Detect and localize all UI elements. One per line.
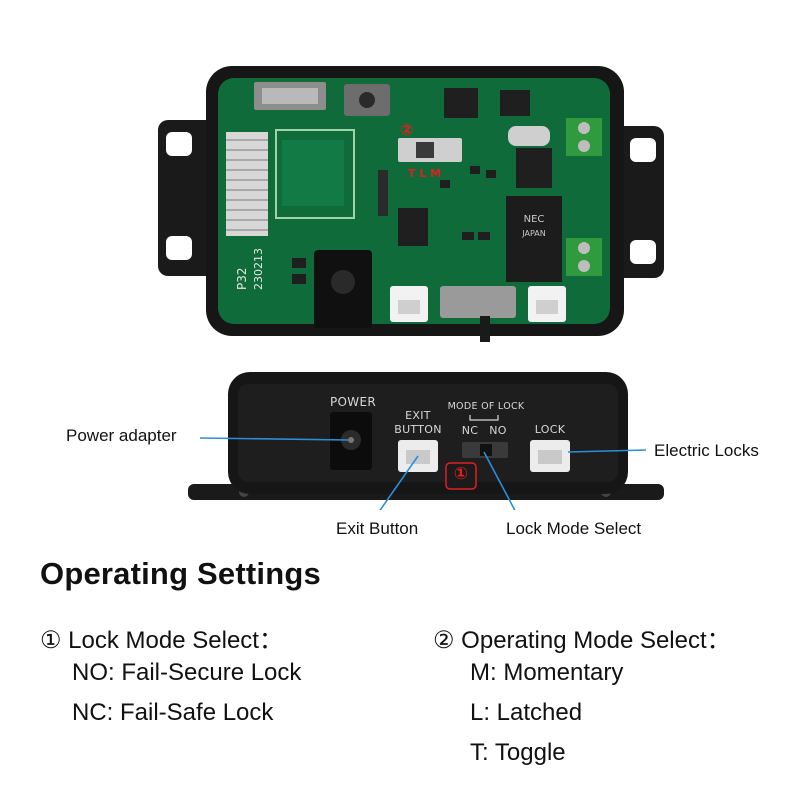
- callout-line-exit: [379, 455, 419, 510]
- lock-label: LOCK: [534, 423, 566, 436]
- callout-exit-button: Exit Button: [336, 519, 419, 538]
- marker-one-box: [445, 462, 477, 490]
- operating-mode-item-l: L: Latched: [470, 699, 583, 726]
- ic-chip-small: [500, 90, 530, 116]
- relay-brand-text: NEC: [524, 214, 545, 225]
- relay: [506, 196, 562, 282]
- mode-of-lock-label: MODE OF LOCK: [447, 401, 525, 412]
- lock-mode-item-nc: NC: Fail-Safe Lock: [72, 699, 274, 726]
- marker-one: ①: [453, 464, 469, 484]
- lock-mode-select-title: ① Lock Mode Select：: [40, 627, 283, 654]
- regulator-chip: [516, 148, 552, 188]
- mode-jumper-label: T L M: [408, 167, 441, 180]
- module-outline: [275, 129, 355, 219]
- operating-settings-heading: Operating Settings: [40, 556, 321, 591]
- operating-mode-item-m: M: Momentary: [470, 659, 624, 686]
- lock-mode-item-no: NO: Fail-Secure Lock: [72, 659, 302, 686]
- pin-header: [378, 170, 388, 216]
- exit-label-line2: BUTTON: [394, 423, 442, 436]
- silk-date-text: 230213: [252, 248, 265, 290]
- relay-origin-text: JAPAN: [521, 229, 545, 238]
- no-label: NO: [489, 424, 507, 437]
- exit-label-line1: EXIT: [405, 409, 431, 422]
- operating-mode-select-title: ② Operating Mode Select：: [433, 627, 731, 654]
- nc-label: NC: [461, 424, 479, 437]
- silk-model-text: P32: [235, 267, 249, 290]
- screw-terminal-top: [566, 118, 602, 156]
- module-area: [282, 140, 344, 206]
- callout-line-power: [199, 437, 349, 441]
- callout-electric-locks: Electric Locks: [654, 441, 759, 460]
- mounting-ear-left: [158, 120, 220, 276]
- mode-bracket: [469, 415, 499, 421]
- crystal: [508, 126, 550, 146]
- enclosure-panel-photo: [188, 372, 664, 510]
- lock-mode-slide-switch: [440, 286, 516, 318]
- power-label: POWER: [330, 395, 376, 409]
- screw-terminal-bottom: [566, 238, 602, 276]
- callout-line-lock-mode: [483, 451, 516, 510]
- operating-mode-item-t: T: Toggle: [470, 739, 566, 766]
- antenna-pad: [226, 132, 268, 236]
- callout-lock-mode-select: Lock Mode Select: [506, 519, 642, 538]
- marker-two: ②: [400, 120, 414, 139]
- callout-power-adapter: Power adapter: [66, 426, 177, 445]
- callout-line-lock: [567, 449, 647, 453]
- open-controller-board-photo: NEC JAPAN ② T L M P32 230213: [158, 66, 664, 342]
- ic-chip-top: [444, 88, 478, 118]
- ic-chip: [398, 208, 428, 246]
- smd-components: [292, 166, 496, 284]
